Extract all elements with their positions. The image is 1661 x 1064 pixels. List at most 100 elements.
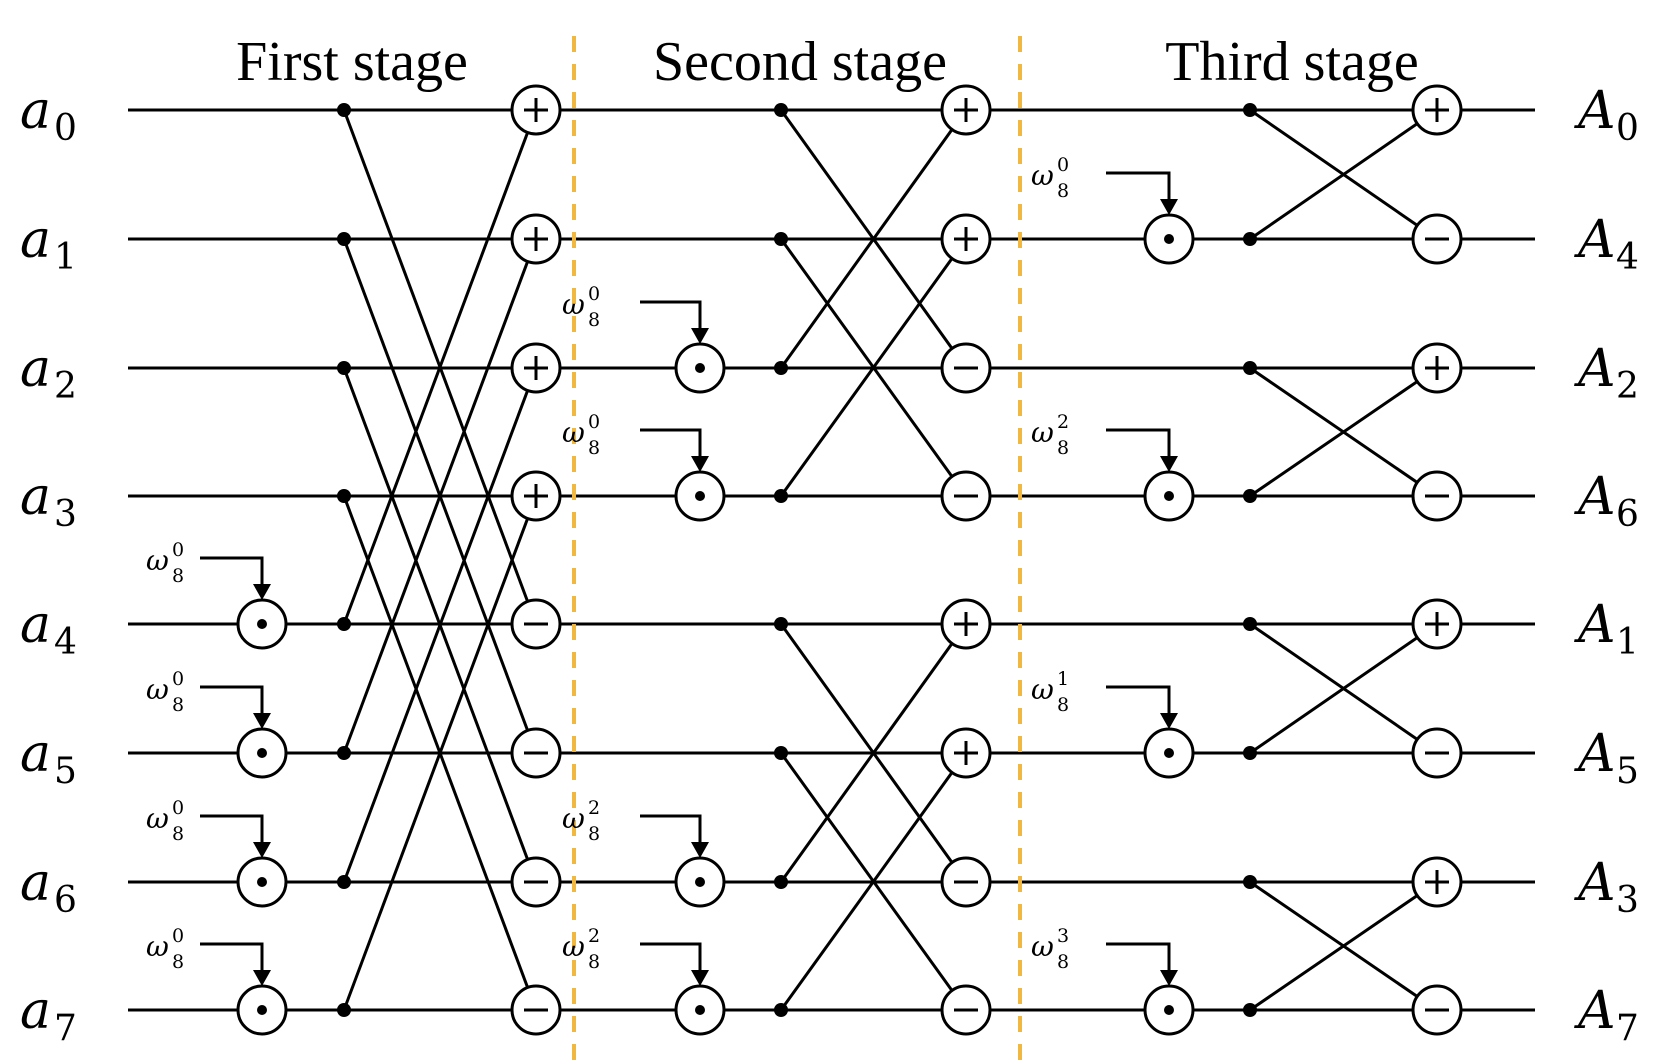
svg-text:A: A xyxy=(1574,467,1616,527)
branch-node xyxy=(337,361,351,375)
svg-text:a: a xyxy=(20,853,51,913)
twiddle-label: ω xyxy=(562,930,585,963)
butterfly-wire xyxy=(1249,108,1438,241)
svg-text:2: 2 xyxy=(54,366,77,407)
svg-text:8: 8 xyxy=(1057,437,1069,459)
adder-node xyxy=(1411,84,1463,136)
svg-text:5: 5 xyxy=(1616,751,1639,792)
svg-text:a: a xyxy=(20,595,51,655)
svg-text:a: a xyxy=(20,210,51,270)
subtractor-node xyxy=(940,342,992,394)
butterfly-wire xyxy=(1249,622,1438,755)
svg-text:3: 3 xyxy=(1616,880,1639,921)
subtractor-node xyxy=(1411,984,1463,1036)
svg-text:a: a xyxy=(20,724,51,784)
branch-node xyxy=(337,232,351,246)
svg-text:2: 2 xyxy=(588,925,600,947)
twiddle-label: ω xyxy=(562,802,585,835)
branch-node xyxy=(1243,617,1257,631)
svg-text:8: 8 xyxy=(172,951,184,973)
svg-text:a: a xyxy=(20,467,51,527)
svg-text:0: 0 xyxy=(1057,154,1069,176)
subtractor-node xyxy=(1411,470,1463,522)
svg-text:7: 7 xyxy=(1616,1008,1639,1049)
svg-text:8: 8 xyxy=(1057,951,1069,973)
adder-node xyxy=(940,84,992,136)
butterfly-wire xyxy=(779,238,968,497)
subtractor-node xyxy=(510,856,562,908)
adder-node xyxy=(510,84,562,136)
svg-text:6: 6 xyxy=(54,880,77,921)
branch-node xyxy=(774,1003,788,1017)
branch-node xyxy=(774,232,788,246)
svg-text:4: 4 xyxy=(1616,237,1639,278)
svg-text:8: 8 xyxy=(1057,694,1069,716)
wire-layer xyxy=(128,108,1535,1012)
twiddle-label: ω xyxy=(146,930,169,963)
twiddle-label: ω xyxy=(1031,416,1054,449)
svg-text:8: 8 xyxy=(588,437,600,459)
branch-node xyxy=(1243,746,1257,760)
svg-text:0: 0 xyxy=(172,797,184,819)
twiddle-label: ω xyxy=(562,416,585,449)
svg-text:3: 3 xyxy=(54,494,77,535)
svg-text:1: 1 xyxy=(1616,622,1639,663)
svg-text:2: 2 xyxy=(1057,411,1069,433)
svg-text:2: 2 xyxy=(1616,366,1639,407)
butterfly-wire xyxy=(779,109,968,369)
branch-node xyxy=(337,103,351,117)
svg-text:A: A xyxy=(1574,339,1616,399)
svg-text:0: 0 xyxy=(588,283,600,305)
branch-node xyxy=(1243,232,1257,246)
branch-node xyxy=(774,103,788,117)
butterfly-wire xyxy=(342,109,538,625)
svg-text:a: a xyxy=(20,81,51,141)
svg-text:4: 4 xyxy=(54,622,77,663)
svg-text:8: 8 xyxy=(1057,180,1069,202)
branch-node xyxy=(1243,489,1257,503)
subtractor-node xyxy=(1411,213,1463,265)
subtractor-node xyxy=(510,727,562,779)
svg-text:a: a xyxy=(20,339,51,399)
twiddle-label: ω xyxy=(1031,930,1054,963)
butterfly-wire xyxy=(342,495,538,1011)
adder-node xyxy=(510,470,562,522)
svg-text:1: 1 xyxy=(1057,668,1069,690)
svg-text:3: 3 xyxy=(1057,925,1069,947)
subtractor-node xyxy=(940,984,992,1036)
svg-text:8: 8 xyxy=(172,823,184,845)
svg-text:0: 0 xyxy=(172,668,184,690)
subtractor-node xyxy=(940,856,992,908)
svg-text:1: 1 xyxy=(54,237,77,278)
butterfly-wire xyxy=(1249,880,1438,1012)
twiddle-label: ω xyxy=(562,288,585,321)
branch-node xyxy=(1243,361,1257,375)
svg-text:8: 8 xyxy=(172,694,184,716)
stage-title-second: Second stage xyxy=(653,31,947,93)
adder-node xyxy=(940,598,992,650)
branch-node xyxy=(337,875,351,889)
twiddle-label: ω xyxy=(146,544,169,577)
svg-text:0: 0 xyxy=(172,539,184,561)
branch-node xyxy=(337,489,351,503)
subtractor-node xyxy=(510,598,562,650)
svg-text:A: A xyxy=(1574,81,1616,141)
branch-node xyxy=(337,746,351,760)
twiddle-label: ω xyxy=(146,802,169,835)
branch-node xyxy=(1243,103,1257,117)
adder-node xyxy=(940,727,992,779)
